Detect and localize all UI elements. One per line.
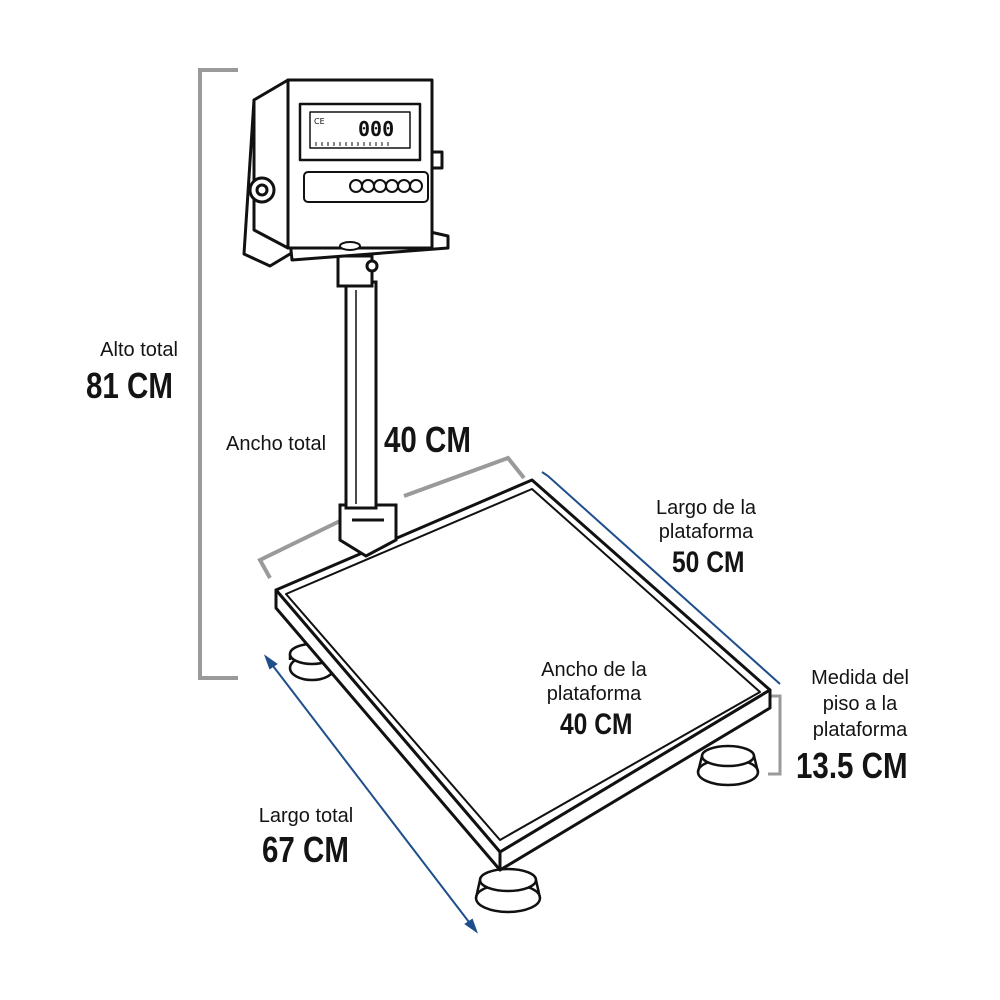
display-readout: 000	[358, 117, 394, 141]
largo-plataforma-label-2: plataforma	[658, 521, 754, 543]
medida-piso-label-2: piso a la	[822, 693, 898, 715]
alto-total-value: 81 CM	[86, 365, 173, 406]
largo-total-value: 67 CM	[262, 829, 349, 870]
ancho-plataforma-value: 40 CM	[560, 708, 633, 741]
ancho-plataforma-label-2: plataforma	[546, 683, 642, 705]
ancho-total-value: 40 CM	[384, 419, 471, 460]
floor-height-bracket	[768, 694, 782, 776]
ancho-total-label: Ancho total	[226, 433, 327, 455]
platform-length-line	[541, 471, 781, 685]
medida-piso-value: 13.5 CM	[796, 745, 908, 786]
height-bracket	[198, 68, 238, 680]
medida-piso-label-1: Medida del	[811, 667, 909, 689]
total-length-arrow	[263, 654, 479, 934]
platform	[274, 478, 772, 872]
indicator-head	[242, 78, 450, 268]
ancho-plataforma-label-1: Ancho de la	[541, 659, 647, 681]
largo-total-label: Largo total	[258, 805, 354, 827]
largo-plataforma-label-1: Largo de la	[655, 497, 757, 519]
alto-total-label: Alto total	[100, 339, 178, 361]
platform-feet	[288, 642, 760, 914]
ce-mark: CE	[314, 117, 325, 126]
width-bracket	[257, 455, 526, 579]
largo-plataforma-value: 50 CM	[672, 546, 745, 579]
column	[336, 254, 398, 558]
medida-piso-label-3: plataforma	[812, 719, 908, 741]
display-ticks	[315, 142, 389, 146]
